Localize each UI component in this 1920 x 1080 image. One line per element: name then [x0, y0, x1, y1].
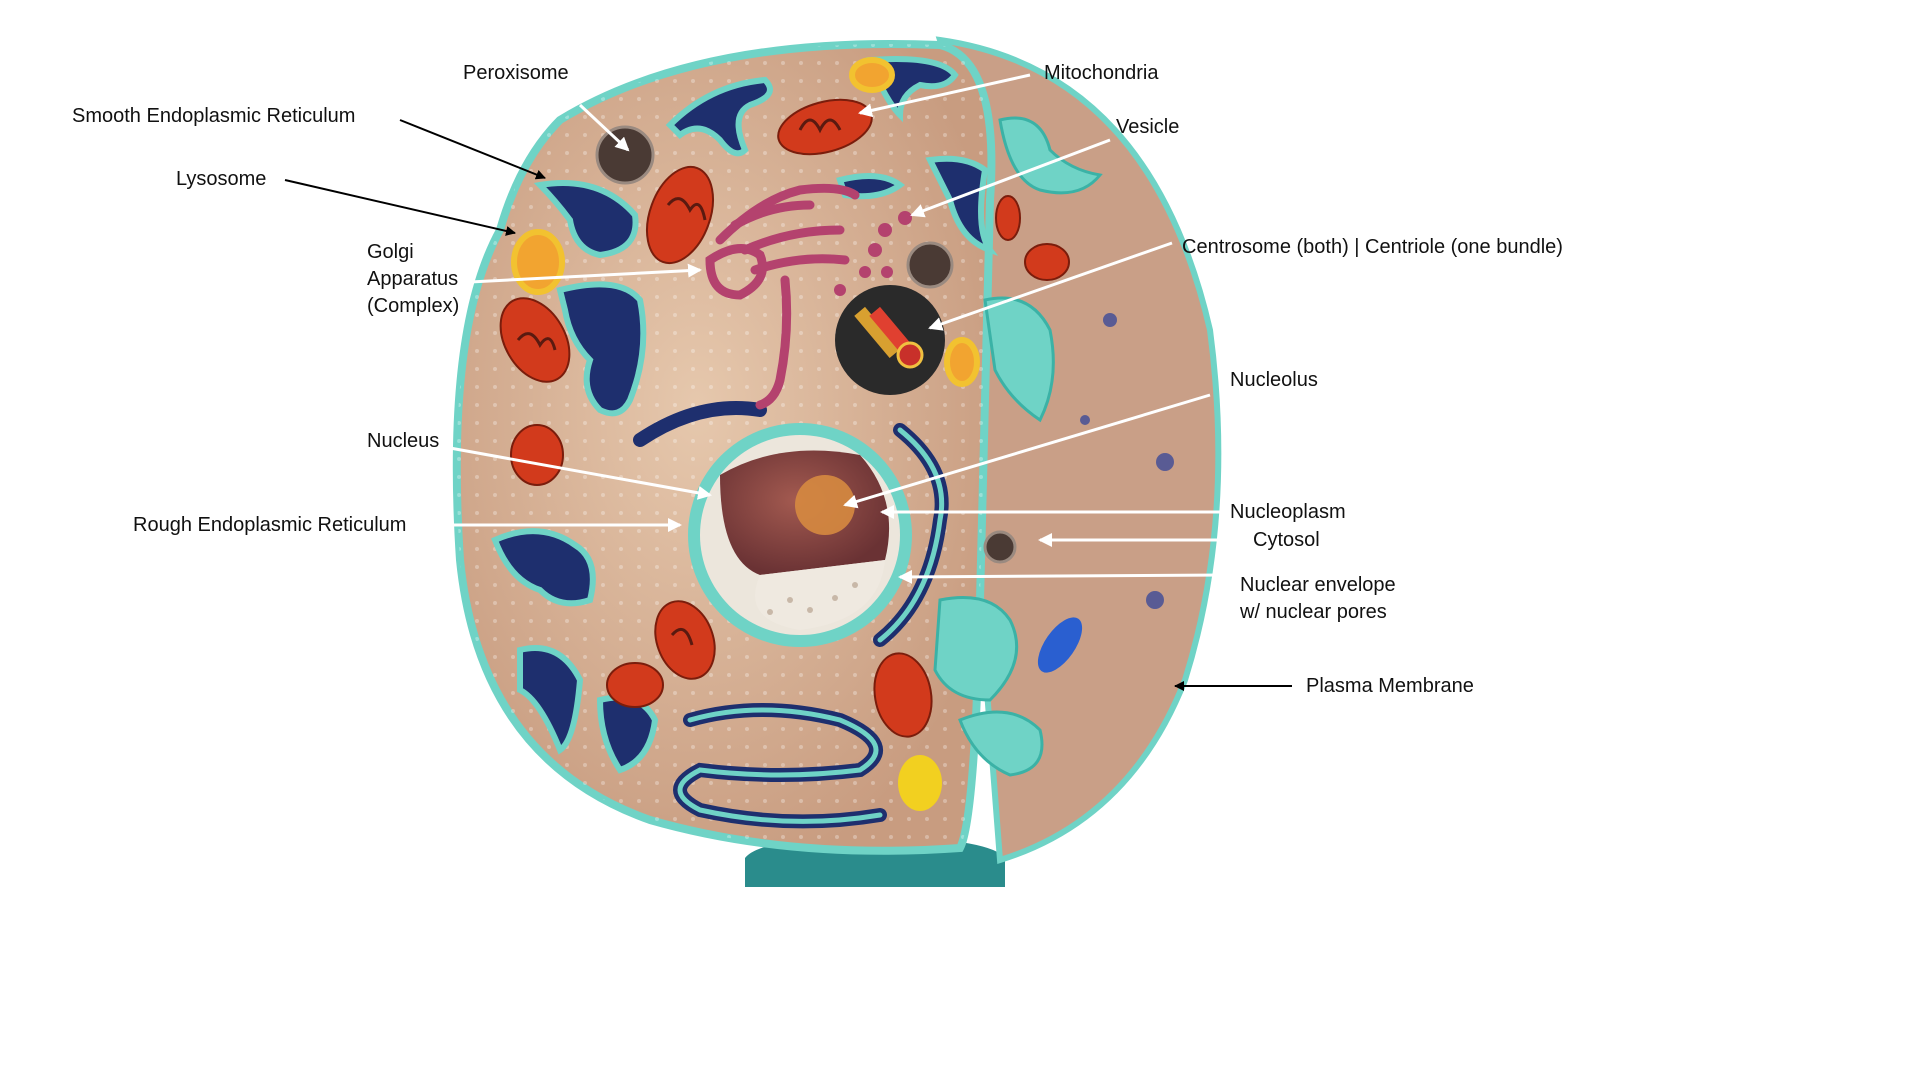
- label-peroxisome: Peroxisome: [463, 62, 569, 84]
- cell-model-illustration: [452, 36, 1222, 887]
- label-nucleus: Nucleus: [367, 430, 440, 452]
- label-cytosol: Cytosol: [1253, 529, 1320, 551]
- label-golgi: Golgi Apparatus (Complex): [367, 239, 487, 320]
- label-nuclear-envelope: Nuclear envelope w/ nuclear pores: [1240, 572, 1396, 626]
- centrosome: [835, 285, 945, 395]
- label-nucleoplasm: Nucleoplasm: [1230, 501, 1346, 523]
- label-vesicle: Vesicle: [1116, 116, 1180, 138]
- label-mitochondria: Mitochondria: [1044, 62, 1159, 84]
- label-plasma-membrane: Plasma Membrane: [1306, 675, 1474, 697]
- label-lysosome: Lysosome: [176, 168, 267, 190]
- label-smooth-er: Smooth Endoplasmic Reticulum: [72, 105, 356, 127]
- label-nucleolus: Nucleolus: [1230, 369, 1318, 391]
- blue-vesicle: [1037, 617, 1083, 673]
- yellow-vesicle: [898, 755, 942, 811]
- golgi-apparatus: [705, 183, 860, 410]
- label-rough-er: Rough Endoplasmic Reticulum: [133, 514, 407, 536]
- label-golgi-line2: Apparatus: [367, 268, 459, 290]
- golgi-vesicles: [834, 211, 912, 296]
- label-centrosome: Centrosome (both) | Centriole (one bundl…: [1182, 236, 1563, 258]
- nucleus: [688, 423, 912, 647]
- label-nuclear-envelope-line1: Nuclear envelope: [1240, 574, 1396, 596]
- mitochondria-group: [499, 98, 1070, 738]
- label-golgi-line1: Golgi: [367, 241, 414, 263]
- label-nuclear-envelope-line2: w/ nuclear pores: [1240, 601, 1387, 623]
- cell-diagram: Peroxisome Smooth Endoplasmic Reticulum …: [72, 36, 1563, 887]
- label-golgi-line3: (Complex): [367, 295, 460, 317]
